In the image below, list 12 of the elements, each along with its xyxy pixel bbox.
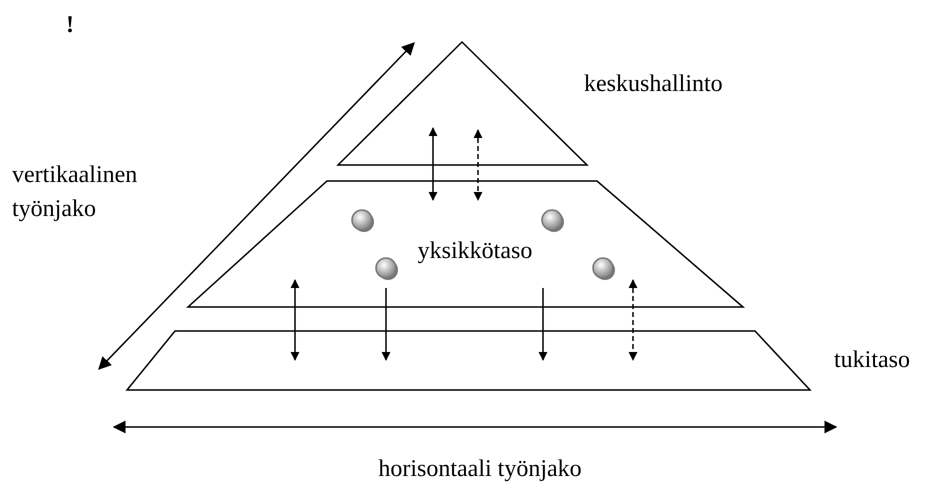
level-label: yksikkötaso bbox=[418, 237, 532, 265]
level-label: tukitaso bbox=[834, 346, 910, 374]
arrow bbox=[382, 288, 390, 361]
arrow bbox=[538, 288, 548, 361]
axis-label: vertikaalinen työnjako bbox=[12, 161, 138, 224]
exclamation-mark: ! bbox=[66, 11, 75, 40]
arrow bbox=[628, 279, 638, 361]
arrow bbox=[428, 127, 438, 201]
arrow bbox=[290, 279, 300, 361]
arrow bbox=[474, 129, 482, 201]
level-label: keskushallinto bbox=[584, 70, 723, 98]
axis-label: horisontaali työnjako bbox=[377, 455, 583, 484]
